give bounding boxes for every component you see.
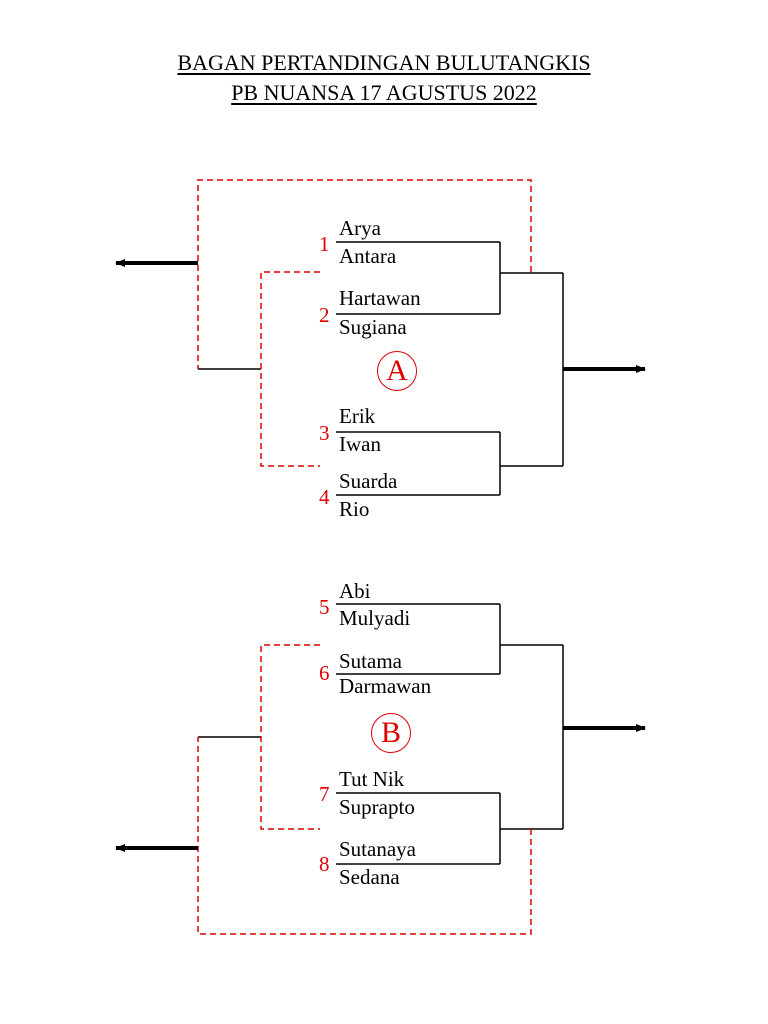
- player-name: Rio: [339, 497, 370, 521]
- pair-number: 1: [319, 232, 330, 256]
- title-line-1: BAGAN PERTANDINGAN BULUTANGKIS: [177, 50, 591, 75]
- group-b-badge: B: [371, 713, 411, 753]
- player-name: Tut Nik: [339, 767, 405, 791]
- player-name: Hartawan: [339, 286, 421, 310]
- player-name: Antara: [339, 244, 397, 268]
- player-name: Darmawan: [339, 674, 432, 698]
- player-name: Mulyadi: [339, 606, 411, 630]
- pair-number: 2: [319, 303, 330, 327]
- pair-number: 3: [319, 421, 330, 445]
- pair-number: 6: [319, 661, 330, 685]
- player-name: Iwan: [339, 432, 381, 456]
- player-name: Abi: [339, 579, 371, 603]
- player-name: Sedana: [339, 865, 400, 889]
- player-name: Erik: [339, 404, 376, 428]
- player-name: Arya: [339, 216, 381, 240]
- player-name: Suprapto: [339, 795, 415, 819]
- pair-number: 7: [319, 782, 330, 806]
- group-a-dashed-lines: [197, 179, 532, 467]
- player-name: Sugiana: [339, 315, 407, 339]
- player-name: Suarda: [339, 469, 398, 493]
- pair-number: 5: [319, 595, 330, 619]
- pair-number: 4: [319, 485, 330, 509]
- group-b-dashed-lines: [197, 644, 532, 935]
- player-name: Sutama: [339, 649, 402, 673]
- title-line-2: PB NUANSA 17 AGUSTUS 2022: [231, 80, 537, 105]
- page-title: BAGAN PERTANDINGAN BULUTANGKIS: [0, 50, 768, 76]
- group-b-solid-lines: [198, 603, 564, 865]
- group-a-badge: A: [377, 351, 417, 391]
- page-subtitle: PB NUANSA 17 AGUSTUS 2022: [0, 80, 768, 106]
- player-name: Sutanaya: [339, 837, 416, 861]
- pair-number: 8: [319, 852, 330, 876]
